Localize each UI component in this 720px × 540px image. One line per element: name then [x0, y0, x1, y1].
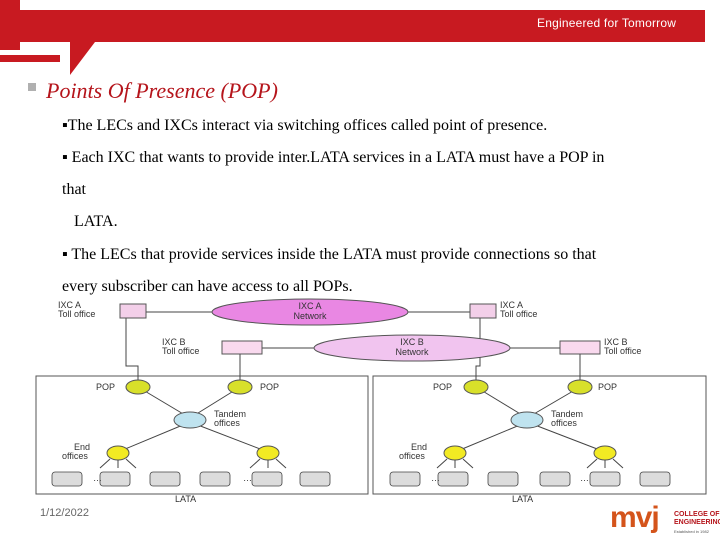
college-logo: mvj COLLEGE OF ENGINEERING Established i…: [610, 505, 715, 537]
end-office-left-a: [100, 446, 136, 468]
lata-label: LATA: [175, 494, 196, 504]
bullet-2-cont-b: LATA.: [62, 213, 118, 231]
tagline: Engineered for Tomorrow: [537, 16, 676, 30]
logo-line-1: COLLEGE OF: [674, 511, 720, 519]
end-office-left-b: [250, 446, 286, 468]
lata-label: LATA: [512, 494, 533, 504]
telephone-icons: [52, 472, 670, 486]
end-office-right-b: [587, 446, 623, 468]
pop-label: POP: [598, 382, 617, 392]
telephone-icon: [390, 472, 420, 486]
logo-line-2: ENGINEERING: [674, 519, 720, 527]
tandem-node: [174, 412, 206, 428]
telephone-icon: [540, 472, 570, 486]
telephone-icon: [438, 472, 468, 486]
ixc-a-toll-right-label-2: Toll office: [500, 309, 537, 319]
telephone-icon: [52, 472, 82, 486]
bullet-1: ▪The LECs and IXCs interact via switchin…: [62, 117, 547, 135]
telephone-icon: [150, 472, 180, 486]
bullet-2: ▪ Each IXC that wants to provide inter.L…: [62, 149, 604, 167]
ixc-b-toll-right-label-2: Toll office: [604, 346, 641, 356]
bullet-3-cont: every subscriber can have access to all …: [62, 278, 353, 296]
pop-node: [126, 380, 150, 394]
svg-text:…: …: [243, 473, 252, 483]
ixc-b-toll-left: [222, 341, 262, 354]
logo-mark: mvj: [610, 501, 659, 535]
telephone-icon: [640, 472, 670, 486]
ixc-a-toll-right: [470, 304, 496, 318]
end-label-2: offices: [399, 451, 425, 461]
header-band: Engineered for Tomorrow: [0, 0, 720, 80]
telephone-icon: [200, 472, 230, 486]
pop-node: [464, 380, 488, 394]
pop-diagram: IXC A Network IXC B Network IXC A Toll o…: [0, 296, 720, 506]
telephone-icon: [590, 472, 620, 486]
logo-text: COLLEGE OF ENGINEERING: [674, 511, 720, 527]
end-office-right-a: [437, 446, 473, 468]
ixc-a-toll-left-label-2: Toll office: [58, 309, 95, 319]
ixc-a-network-label-2: Network: [293, 311, 327, 321]
telephone-icon: [488, 472, 518, 486]
pop-node: [228, 380, 252, 394]
svg-text:…: …: [93, 473, 102, 483]
ixc-b-toll-right: [560, 341, 600, 354]
footer-date: 1/12/2022: [40, 507, 89, 519]
pop-label: POP: [96, 382, 115, 392]
pop-node: [568, 380, 592, 394]
pop-label: POP: [433, 382, 452, 392]
ixc-a-toll-left: [120, 304, 146, 318]
tandem-label-2: offices: [551, 418, 577, 428]
title-bullet: [28, 83, 36, 91]
tandem-node: [511, 412, 543, 428]
ixc-b-toll-left-label-2: Toll office: [162, 346, 199, 356]
ixc-a-network-label-1: IXC A: [298, 301, 321, 311]
telephone-icon: [100, 472, 130, 486]
bullet-3: ▪ The LECs that provide services inside …: [62, 246, 596, 264]
svg-text:…: …: [431, 473, 440, 483]
telephone-icon: [252, 472, 282, 486]
bullet-2-cont-a: that: [62, 181, 86, 199]
end-label-2: offices: [62, 451, 88, 461]
logo-sub: Established in 1982: [674, 529, 709, 534]
slide-title: Points Of Presence (POP): [46, 78, 278, 104]
ixc-b-network-label-2: Network: [395, 347, 429, 357]
svg-text:…: …: [580, 473, 589, 483]
telephone-icon: [300, 472, 330, 486]
tandem-label-2: offices: [214, 418, 240, 428]
pop-label: POP: [260, 382, 279, 392]
ixc-b-network-label-1: IXC B: [400, 337, 424, 347]
